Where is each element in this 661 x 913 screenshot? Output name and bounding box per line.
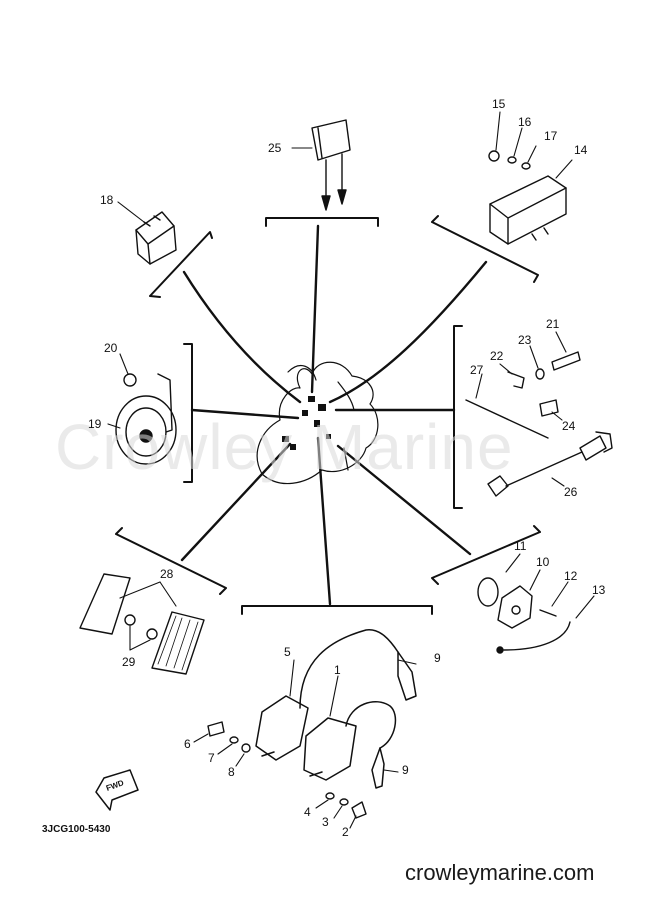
callout-21: 21 xyxy=(546,317,560,331)
parts-15-16-17-fasteners xyxy=(488,150,531,170)
callout-9-upper: 9 xyxy=(434,651,441,665)
diagram-code: 3JCG100-5430 xyxy=(42,824,111,835)
callout-29: 29 xyxy=(122,655,136,669)
center-connectors xyxy=(282,396,331,450)
part-19-horn xyxy=(115,373,177,465)
callout-2: 2 xyxy=(342,825,349,839)
callout-4: 4 xyxy=(304,805,311,819)
callout-6: 6 xyxy=(184,737,191,751)
callout-19: 19 xyxy=(88,417,102,431)
callout-3: 3 xyxy=(322,815,329,829)
callout-10: 10 xyxy=(536,555,550,569)
bracket-top-right xyxy=(431,215,539,283)
callout-7: 7 xyxy=(208,751,215,765)
callout-16: 16 xyxy=(518,115,532,129)
parts-10-13-sensor xyxy=(477,577,571,654)
callout-25: 25 xyxy=(268,141,282,155)
part-25-connector xyxy=(311,119,351,211)
callout-13: 13 xyxy=(592,583,606,597)
parts-1-5-ignition-coils xyxy=(255,629,417,789)
site-link[interactable]: crowleymarine.com xyxy=(405,860,595,885)
callout-1: 1 xyxy=(334,663,341,677)
part-18-relay xyxy=(135,211,177,265)
callout-27: 27 xyxy=(470,363,484,377)
callout-14: 14 xyxy=(574,143,588,157)
bracket-top-left xyxy=(149,231,213,298)
callout-23: 23 xyxy=(518,333,532,347)
bracket-bottom-center xyxy=(241,605,433,615)
callout-20: 20 xyxy=(104,341,118,355)
callout-17: 17 xyxy=(544,129,558,143)
callout-18: 18 xyxy=(100,193,114,207)
bracket-bottom-right xyxy=(431,525,541,585)
parts-2-3-4-6-7-8-fasteners xyxy=(207,721,367,819)
part-14-cdi-unit xyxy=(489,175,567,245)
callout-9-lower: 9 xyxy=(402,763,409,777)
callout-22: 22 xyxy=(490,349,504,363)
callout-15: 15 xyxy=(492,97,506,111)
callout-12: 12 xyxy=(564,569,578,583)
bracket-right xyxy=(453,325,463,509)
bracket-bottom-left xyxy=(115,527,227,595)
callout-26: 26 xyxy=(564,485,578,499)
bracket-top-center xyxy=(265,217,379,227)
parts-21-27-switches xyxy=(465,351,613,497)
callout-8: 8 xyxy=(228,765,235,779)
callout-11: 11 xyxy=(514,539,527,553)
callout-5: 5 xyxy=(284,645,291,659)
callout-24: 24 xyxy=(562,419,576,433)
bracket-left xyxy=(183,343,193,483)
callout-28: 28 xyxy=(160,567,174,581)
engine-silhouette xyxy=(256,361,379,485)
watermark-text: Crowley Marine xyxy=(55,411,514,483)
fwd-arrow-icon xyxy=(95,769,139,811)
parts-28-29-reflectors xyxy=(79,573,205,675)
